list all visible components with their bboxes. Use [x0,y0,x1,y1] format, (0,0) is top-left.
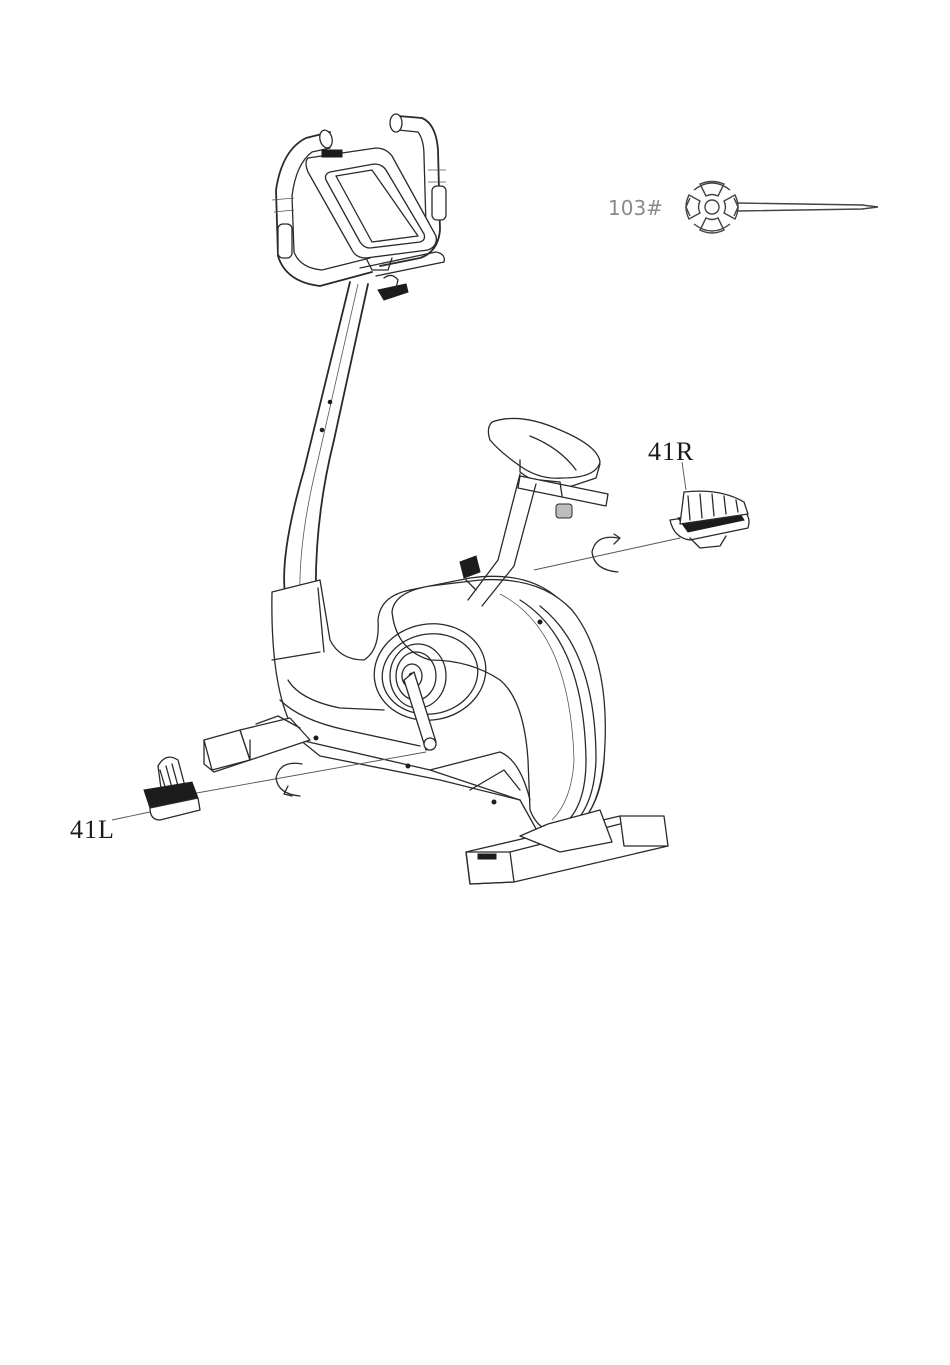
wrench-shaft [738,203,878,211]
right-pulse-sensor [432,186,446,220]
console-clip [322,150,342,157]
frame-shroud [272,576,605,836]
pedal-left: 41L [70,752,426,844]
seat [488,418,600,478]
left-pulse-sensor [278,224,292,258]
rear-stabilizer [466,810,668,884]
pedal-right-leader [682,462,686,490]
handlebar-stem [284,282,368,600]
pedal-right-axis [534,538,680,570]
tool-label: 103# [608,196,663,220]
pedal-left-rotation-arrow [276,763,302,796]
pedal-left-label: 41L [70,815,115,844]
wrench-head [686,182,738,234]
tension-knob [378,275,408,300]
console [306,148,436,270]
pedal-left-leader [112,812,150,820]
tool-wrench: 103# [608,182,878,234]
pedal-right-label: 41R [648,437,694,466]
